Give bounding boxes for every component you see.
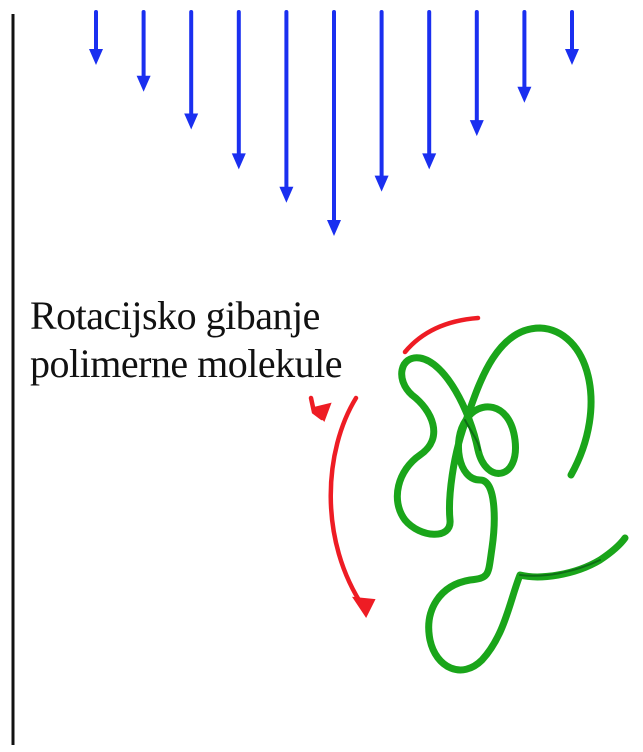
arrow-down-icon [374,175,389,192]
caption: Rotacijsko gibanje polimerne molekule [30,292,343,388]
curved-arrow-icon [351,596,376,618]
arrow-down-icon [327,220,341,236]
arrow-down-icon [422,153,437,170]
arrow-down-icon [231,153,246,170]
caption-line-1: Rotacijsko gibanje [30,293,320,338]
rotation-arrow-short-hook [308,395,325,421]
arrow-down-icon [565,49,579,66]
rotation-arrow-long-arc [328,395,367,611]
polymer-molecule-shade [464,419,601,577]
arrow-down-icon [517,86,532,103]
rotation-arrow-top-arc [402,315,481,355]
arrow-down-icon [89,49,103,66]
caption-line-2: polimerne molekule [30,341,343,386]
polymer-molecule [393,324,629,674]
arrow-down-icon [136,75,151,92]
curved-arrow-icon [312,402,332,422]
arrow-down-icon [469,120,484,137]
arrow-down-icon [279,186,294,203]
arrow-down-icon [184,113,199,130]
flow-arrows [89,10,579,236]
rotation-arrows [308,315,481,618]
